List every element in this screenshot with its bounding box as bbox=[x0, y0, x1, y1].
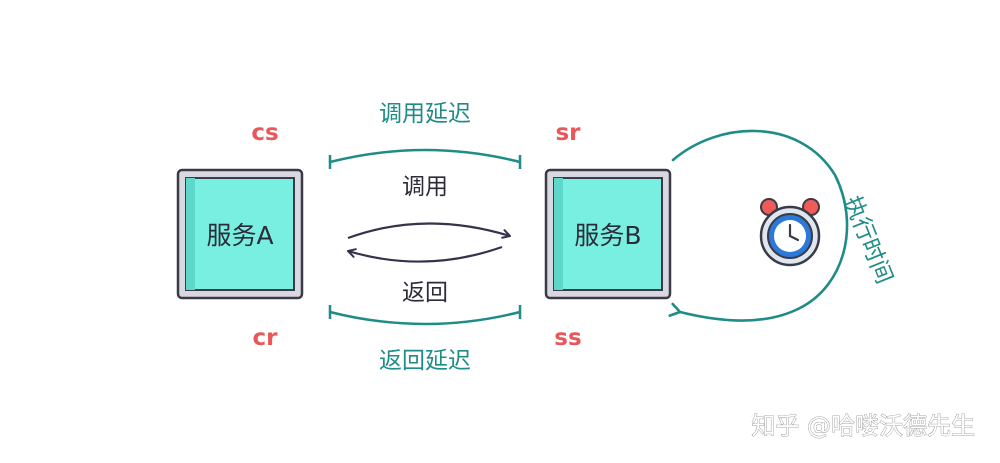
event-cr-label: cr bbox=[253, 325, 279, 351]
return-label: 返回 bbox=[402, 280, 448, 306]
watermark-text: 知乎 @哈喽沃德先生 bbox=[751, 412, 975, 440]
service-b-box: 服务B bbox=[544, 168, 672, 300]
return-latency-label: 返回延迟 bbox=[379, 348, 471, 374]
return-arrow bbox=[347, 245, 503, 263]
event-sr-label: sr bbox=[555, 120, 581, 146]
service-b-label: 服务B bbox=[574, 221, 641, 250]
call-latency-label: 调用延迟 bbox=[379, 101, 471, 127]
return-latency-arc bbox=[328, 305, 522, 326]
event-ss-label: ss bbox=[554, 325, 581, 351]
call-arrow bbox=[347, 222, 511, 240]
call-latency-arc bbox=[328, 148, 522, 169]
service-a-box: 服务A bbox=[176, 168, 304, 300]
service-a-label: 服务A bbox=[206, 221, 273, 250]
call-label: 调用 bbox=[402, 174, 448, 200]
clock-icon bbox=[759, 198, 821, 267]
event-cs-label: cs bbox=[251, 120, 278, 146]
execution-time-loop bbox=[668, 129, 849, 322]
